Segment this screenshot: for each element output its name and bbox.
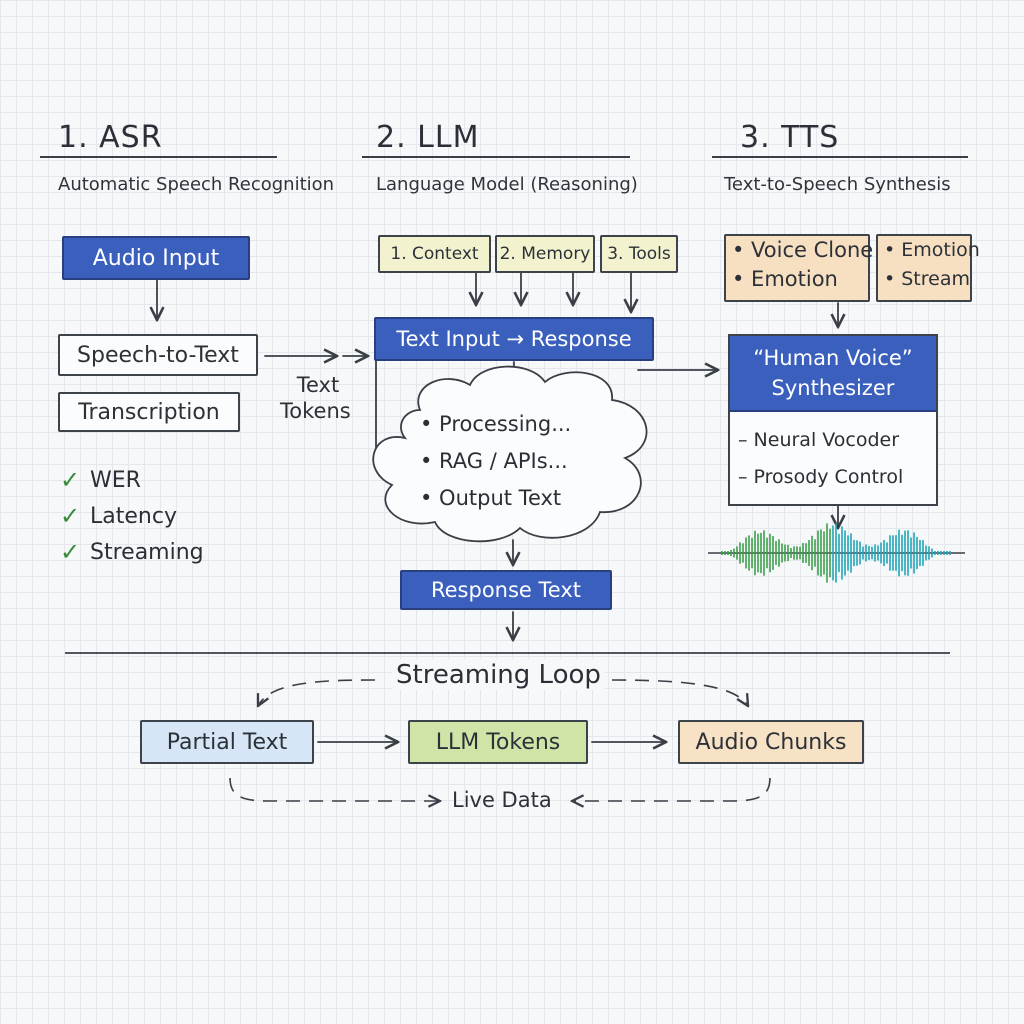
synth-title-line1: “Human Voice” — [753, 346, 913, 370]
cloud-item-output: • Output Text — [420, 486, 562, 510]
live-data-label: Live Data — [452, 788, 552, 812]
synth-items: – Neural Vocoder – Prosody Control — [730, 412, 936, 496]
metric-streaming: ✓ Streaming — [60, 534, 204, 570]
metric-latency: ✓ Latency — [60, 498, 204, 534]
feature-stream: • Stream — [884, 268, 970, 290]
llm-subtitle: Language Model (Reasoning) — [376, 174, 638, 195]
text-tokens-line2: Tokens — [280, 399, 351, 423]
metric-wer: ✓ WER — [60, 462, 204, 498]
llm-heading-rule — [362, 156, 630, 158]
response-text-box[interactable]: Response Text — [400, 570, 612, 610]
loop-top-right — [611, 679, 748, 706]
check-icon: ✓ — [60, 502, 81, 530]
transcription-box[interactable]: Transcription — [58, 392, 240, 432]
text-tokens-line1: Text — [296, 373, 340, 397]
cloud-item-processing: • Processing... — [420, 412, 572, 436]
tts-features-left[interactable]: • Voice Clone • Emotion — [724, 234, 874, 302]
loop-bottom-right — [572, 777, 771, 801]
text-tokens-label: Text Tokens — [280, 372, 351, 424]
llm-tokens-box[interactable]: LLM Tokens — [408, 720, 588, 764]
synth-item-prosody-control: – Prosody Control — [738, 466, 904, 488]
feature-emotion: • Emotion — [732, 267, 838, 291]
synth-item-neural-vocoder: – Neural Vocoder — [738, 429, 900, 451]
asr-subtitle: Automatic Speech Recognition — [58, 174, 335, 195]
asr-heading: 1. ASR — [58, 120, 163, 155]
cloud-item-list: • Processing... • RAG / APIs... • Output… — [420, 406, 571, 517]
metric-label: Streaming — [90, 539, 204, 565]
synthesizer-header: “Human Voice” Synthesizer — [730, 336, 936, 412]
text-input-response-box[interactable]: Text Input → Response — [374, 317, 654, 361]
cloud-item-rag: • RAG / APIs... — [420, 449, 568, 473]
tts-heading: 3. TTS — [740, 120, 840, 155]
llm-heading: 2. LLM — [376, 120, 480, 155]
feature-voice-clone: • Voice Clone — [732, 238, 874, 262]
tts-subtitle: Text-to-Speech Synthesis — [724, 174, 951, 195]
tab-context[interactable]: 1. Context — [378, 235, 491, 273]
streaming-loop-title: Streaming Loop — [392, 660, 605, 690]
tts-heading-rule — [712, 156, 968, 158]
partial-text-box[interactable]: Partial Text — [140, 720, 314, 764]
tts-features-right[interactable]: • Emotion • Stream — [876, 234, 980, 302]
metric-label: Latency — [90, 503, 177, 529]
synth-title-line2: Synthesizer — [771, 376, 895, 400]
check-icon: ✓ — [60, 466, 81, 494]
tab-memory[interactable]: 2. Memory — [495, 235, 595, 273]
speech-to-text-box[interactable]: Speech-to-Text — [58, 334, 258, 376]
audio-chunks-box[interactable]: Audio Chunks — [678, 720, 864, 764]
loop-bottom-left — [229, 777, 440, 801]
check-icon: ✓ — [60, 538, 81, 566]
feature-emotion-2: • Emotion — [884, 239, 980, 261]
synthesizer-panel[interactable]: “Human Voice” Synthesizer – Neural Vocod… — [728, 334, 938, 506]
processing-cloud — [372, 365, 648, 543]
tab-tools[interactable]: 3. Tools — [600, 235, 678, 273]
asr-heading-rule — [40, 156, 277, 158]
asr-metrics-list: ✓ WER ✓ Latency ✓ Streaming — [60, 462, 204, 570]
loop-top-left — [258, 679, 376, 706]
audio-input-box[interactable]: Audio Input — [62, 236, 250, 280]
audio-waveform — [708, 523, 965, 583]
metric-label: WER — [90, 467, 141, 493]
